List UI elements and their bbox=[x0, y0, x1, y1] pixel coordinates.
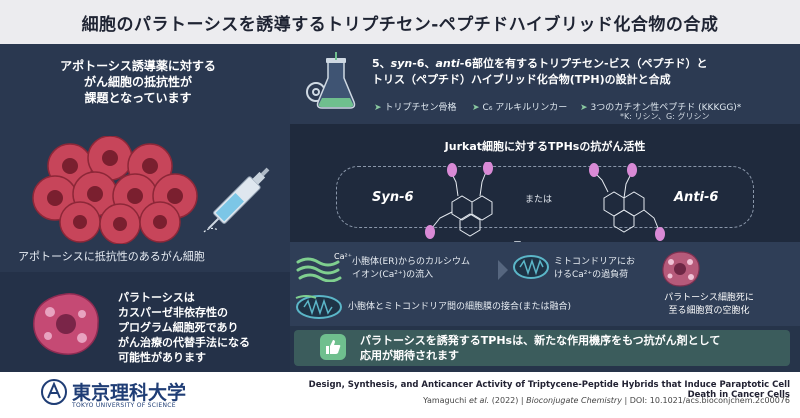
syringe-icon bbox=[203, 167, 270, 233]
syn-6-label: Syn-6 bbox=[372, 190, 414, 205]
syn-6-structure bbox=[425, 162, 493, 239]
activity-section: Jurkat細胞に対するTPHsの抗がん活性 bbox=[290, 124, 800, 242]
paper-reference: Yamaguchi et al. (2022) | Bioconjugate C… bbox=[423, 396, 790, 405]
or-label: または bbox=[525, 195, 553, 205]
conclusion-text: パラトーシスを誘発するTPHsは、新たな作用機序をもつ抗がん剤として 応用が期待… bbox=[360, 334, 721, 362]
vacuole-text: パラトーシス細胞死に 至る細胞質の空胞化 bbox=[664, 293, 754, 316]
right-panel: 5、syn-6、anti-6部位を有するトリプチセン-ビス（ペプチド）と トリス… bbox=[290, 44, 800, 372]
resistance-caption: アポトーシスに抵抗性のあるがん細胞 bbox=[18, 250, 205, 263]
page-title: 細胞のパラトーシスを誘導するトリプチセン-ペプチドハイブリッド化合物の合成 bbox=[81, 14, 719, 35]
vacuole-cell-icon bbox=[662, 251, 700, 287]
design-title: 5、syn-6、anti-6部位を有するトリプチセン-ビス（ペプチド）と トリス… bbox=[372, 57, 708, 86]
anti-6-structure bbox=[589, 163, 665, 241]
fusion-text: 小胞体とミトコンドリア間の細胞膜の接合(または融合) bbox=[348, 302, 572, 312]
feature-item: ➤トリプチセン骨格 bbox=[374, 103, 457, 113]
er-icon bbox=[296, 257, 342, 282]
er-mito-fusion-icon bbox=[295, 295, 342, 319]
molecule-frame bbox=[336, 166, 754, 228]
cancer-cell-cluster-icon bbox=[32, 136, 198, 244]
main-panel: アポトーシス誘導薬に対する がん細胞の抵抗性が 課題となっています bbox=[0, 44, 800, 372]
title-bar: 細胞のパラトーシスを誘導するトリプチセン-ペプチドハイブリッド化合物の合成 bbox=[0, 0, 800, 44]
paraptosis-text: パラトーシスは カスパーゼ非依存性の プログラム細胞死であり がん治療の代替手法… bbox=[118, 291, 250, 364]
feature-item: ➤C₆ アルキルリンカー bbox=[472, 103, 568, 113]
mito-ca-text: ミトコンドリアにお けるCa²⁺の過負荷 bbox=[554, 257, 636, 280]
left-panel: アポトーシス誘導薬に対する がん細胞の抵抗性が 課題となっています bbox=[0, 44, 290, 372]
resistance-title: アポトーシス誘導薬に対する がん細胞の抵抗性が 課題となっています bbox=[60, 59, 216, 105]
anti-6-label: Anti-6 bbox=[674, 190, 719, 205]
paper-title: Design, Synthesis, and Anticancer Activi… bbox=[308, 380, 790, 400]
resistance-section: アポトーシス誘導薬に対する がん細胞の抵抗性が 課題となっています bbox=[0, 44, 290, 272]
paraptosis-section: パラトーシスは カスパーゼ非依存性の プログラム細胞死であり がん治療の代替手法… bbox=[0, 272, 290, 372]
university-name: 東京理科大学 bbox=[72, 382, 187, 404]
ca-label: Ca²⁺ bbox=[334, 252, 352, 261]
activity-title: Jurkat細胞に対するTPHsの抗がん活性 bbox=[444, 140, 646, 153]
flask-gear-icon bbox=[306, 52, 356, 109]
conclusion-box bbox=[294, 330, 790, 366]
er-ca-text: 小胞体(ER)からのカルシウム イオン(Ca²⁺)の流入 bbox=[352, 257, 470, 280]
university-logo-icon bbox=[41, 379, 67, 405]
footer bbox=[0, 372, 800, 418]
feature-note: *K: リシン、G: グリシン bbox=[620, 112, 710, 121]
university-name-en: TOKYO UNIVERSITY OF SCIENCE bbox=[72, 402, 176, 409]
design-section: 5、syn-6、anti-6部位を有するトリプチセン-ビス（ペプチド）と トリス… bbox=[290, 44, 800, 124]
thumbs-up-icon bbox=[320, 334, 346, 360]
mechanism-section bbox=[290, 242, 800, 326]
feature-item: ➤3つのカチオン性ペプチド (KKKGG)* bbox=[580, 103, 742, 113]
mitochondria-icon bbox=[513, 255, 549, 279]
step-arrow bbox=[498, 260, 508, 280]
paraptosis-cell-icon bbox=[33, 293, 99, 355]
